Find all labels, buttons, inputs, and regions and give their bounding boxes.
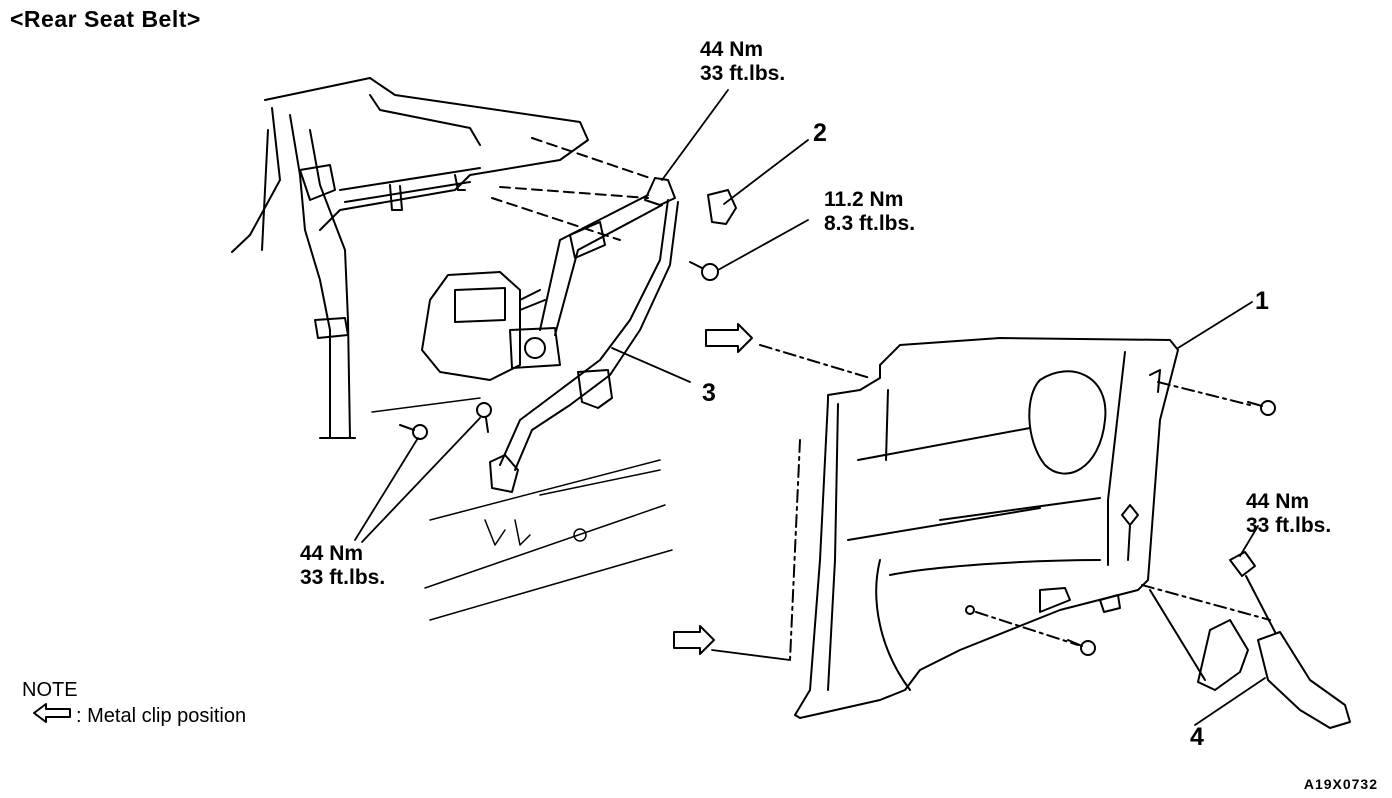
- torque-label-buckle: 44 Nm 33 ft.lbs.: [1246, 490, 1331, 538]
- torque-nm: 44 Nm: [300, 542, 364, 565]
- torque-label-cap-bolt: 11.2 Nm 8.3 ft.lbs.: [824, 188, 915, 236]
- trim-screws: [1067, 400, 1276, 656]
- torque-label-upper-anchor: 44 Nm 33 ft.lbs.: [700, 38, 785, 86]
- trim-panel-leaders: [759, 344, 1271, 661]
- seat-belt-buckle: [1149, 551, 1351, 729]
- note-row: : Metal clip position: [32, 702, 246, 730]
- torque-ftlbs: 33 ft.lbs.: [1246, 514, 1332, 537]
- part-number-1: 1: [1255, 287, 1269, 315]
- torque-nm: 11.2 Nm: [824, 188, 904, 211]
- lower-anchor-bolts: [399, 402, 492, 440]
- label-leaders: [354, 89, 1266, 726]
- floor-lines: [371, 397, 673, 621]
- torque-ftlbs: 8.3 ft.lbs.: [824, 212, 916, 235]
- note-text: : Metal clip position: [76, 705, 247, 727]
- note-heading: NOTE: [22, 679, 78, 701]
- torque-ftlbs: 33 ft.lbs.: [700, 62, 786, 85]
- part-number-3: 3: [702, 379, 716, 407]
- anchor-cover-cap: [707, 189, 737, 225]
- seat-belt-webbing: [489, 177, 679, 493]
- part-number-2: 2: [813, 119, 827, 147]
- anchor-bolt: [689, 261, 719, 281]
- note-block: NOTE : Metal clip position: [22, 678, 246, 730]
- torque-nm: 44 Nm: [700, 38, 764, 61]
- metal-clip-arrows: [673, 323, 753, 655]
- body-pillar-structure: [231, 77, 589, 439]
- quarter-trim-panel: [794, 337, 1179, 719]
- page-title: <Rear Seat Belt>: [10, 6, 201, 32]
- torque-nm: 44 Nm: [1246, 490, 1310, 513]
- hollow-arrow-icon: [32, 702, 72, 730]
- torque-label-lower-anchor: 44 Nm 33 ft.lbs.: [300, 542, 385, 590]
- part-number-4: 4: [1190, 723, 1204, 751]
- retractor-assembly: [421, 271, 561, 381]
- torque-ftlbs: 33 ft.lbs.: [300, 566, 386, 589]
- anchor-leader-dashed: [491, 137, 651, 241]
- figure-id: A19X0732: [1303, 776, 1378, 792]
